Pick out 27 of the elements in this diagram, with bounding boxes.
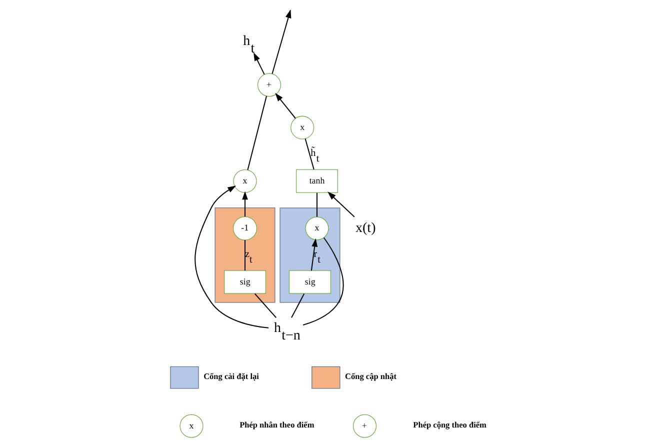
arrow — [254, 52, 265, 75]
arrow — [310, 238, 318, 271]
cluster — [280, 208, 340, 303]
node-circle: x — [290, 116, 314, 140]
arrow — [272, 10, 292, 74]
node-circle: -1 — [232, 216, 258, 240]
connector — [244, 240, 246, 271]
node-box: sig — [224, 270, 266, 294]
label: + — [362, 420, 367, 430]
connector — [254, 293, 276, 318]
arrow — [242, 191, 248, 217]
node-circle: x — [233, 169, 257, 193]
arrow — [275, 92, 296, 119]
node-box: sig — [288, 270, 331, 294]
node-box: tanh — [296, 169, 338, 193]
connector — [304, 138, 314, 170]
connector — [302, 237, 344, 326]
connector — [291, 294, 305, 318]
node-circle: x — [305, 216, 329, 240]
connector — [316, 192, 318, 217]
label: x — [189, 420, 194, 430]
arrow — [194, 186, 269, 328]
arrow — [328, 192, 355, 218]
node-circle: + — [257, 73, 281, 97]
cluster — [214, 208, 276, 303]
node-text: x(t) — [356, 220, 376, 236]
connector — [247, 96, 267, 170]
